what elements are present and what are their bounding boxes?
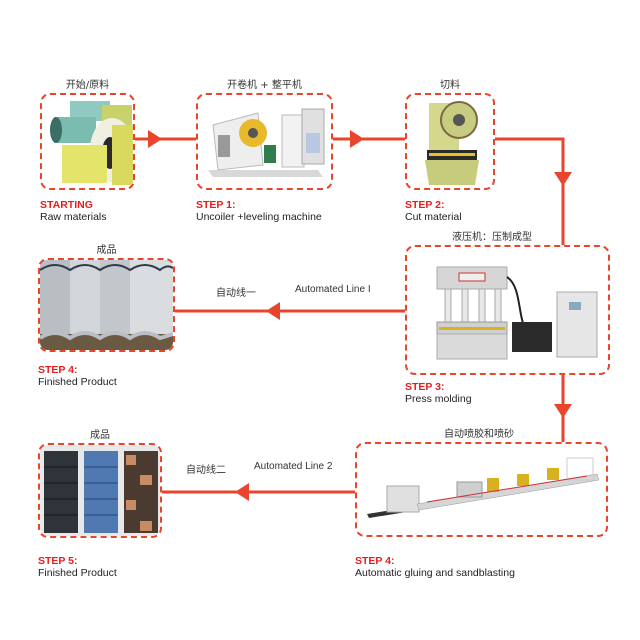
raw-material-coils-image	[50, 101, 133, 185]
cn-label-starting: 开始/原料	[65, 80, 110, 91]
arrow-right-icon	[350, 130, 364, 148]
cn-label-step1: 开卷机 + 整平机	[227, 80, 302, 91]
step-box-step3[interactable]	[405, 245, 610, 375]
cn-label-step4b: 自动喷胶和喷砂	[444, 429, 514, 440]
step-box-step5[interactable]	[38, 443, 162, 538]
step-box-step4a[interactable]	[38, 258, 175, 352]
cn-label-step4a: 成品	[96, 245, 117, 256]
cn-label-step3: 液压机：压制成型	[452, 232, 532, 243]
step-desc-step2: Cut material	[405, 211, 462, 223]
step-title-step4a: STEP 4:	[38, 364, 78, 376]
arrow-down-icon	[554, 404, 572, 418]
step-desc-step4b: Automatic gluing and sandblasting	[355, 567, 515, 579]
punch-press-image	[425, 101, 479, 185]
line-label-en-line1: Automated Line I	[295, 284, 371, 295]
step-box-step1[interactable]	[196, 93, 333, 190]
uncoiler-leveling-machine-image	[208, 108, 325, 177]
arrow-right-icon	[148, 130, 162, 148]
arrow-left-icon	[235, 483, 249, 501]
cn-label-step2: 切料	[440, 80, 460, 91]
step-title-step2: STEP 2:	[405, 199, 445, 211]
cn-label-step5: 成品	[90, 430, 110, 441]
step-box-step2[interactable]	[405, 93, 495, 190]
stone-coated-tiles-image	[40, 445, 160, 536]
step-box-step4b[interactable]	[355, 442, 608, 537]
hydraulic-press-image	[436, 266, 598, 360]
step-box-starting[interactable]	[40, 93, 135, 190]
step-desc-step1: Uncoiler +leveling machine	[196, 211, 322, 223]
line-label-en-line2: Automated Line 2	[254, 461, 333, 472]
step-desc-step4a: Finished Product	[38, 376, 117, 388]
step-desc-starting: Raw materials	[40, 211, 107, 223]
step-title-step4b: STEP 4:	[355, 555, 395, 567]
metal-roof-tiles-image	[40, 260, 173, 350]
step-desc-step5: Finished Product	[38, 567, 117, 579]
line-label-cn-line1: 自动线一	[216, 288, 256, 299]
line-label-cn-line2: 自动线二	[186, 465, 226, 476]
arrow-left-icon	[266, 302, 280, 320]
arrow-down-icon	[554, 172, 572, 186]
gluing-sandblasting-line-image	[367, 457, 600, 518]
connector-step2-to-step3	[495, 137, 565, 245]
step-title-starting: STARTING	[40, 199, 93, 211]
step-desc-step3: Press molding	[405, 393, 472, 405]
step-title-step1: STEP 1:	[196, 199, 236, 211]
step-title-step5: STEP 5:	[38, 555, 78, 567]
step-title-step3: STEP 3:	[405, 381, 445, 393]
